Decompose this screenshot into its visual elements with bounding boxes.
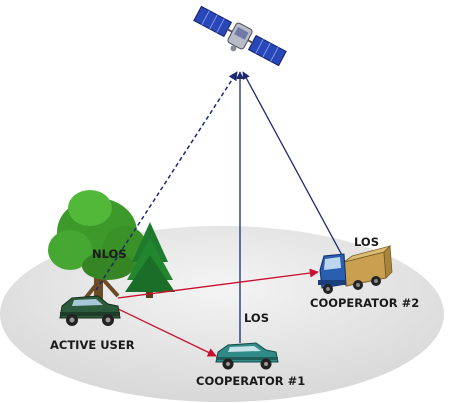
pine-tree-icon: [125, 222, 175, 298]
link-to-cooperator1: [111, 305, 217, 357]
cooperator2-label: COOPERATOR #2: [310, 296, 419, 310]
active-user-car-icon: [59, 295, 121, 326]
nlos-label: NLOS: [92, 247, 127, 261]
cooperator2-truck-icon: [318, 245, 393, 294]
los-link-cooperator2: [242, 71, 344, 258]
link-to-cooperator2: [117, 268, 319, 299]
nlos-link: [95, 71, 238, 291]
cooperator1-label: COOPERATOR #1: [196, 374, 305, 388]
satellite-icon: [193, 5, 287, 67]
los-label-cooperator1: LOS: [244, 311, 269, 325]
deciduous-tree-icon: [48, 190, 147, 302]
los-label-cooperator2: LOS: [354, 235, 379, 249]
active-user-label: ACTIVE USER: [50, 338, 135, 352]
cooperator1-car-icon: [215, 342, 279, 370]
